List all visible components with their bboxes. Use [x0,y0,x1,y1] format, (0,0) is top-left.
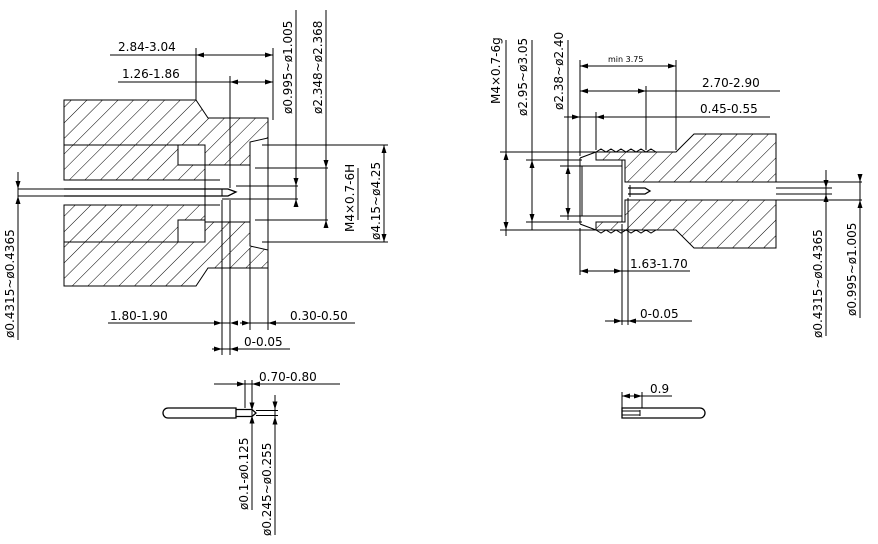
dim-2.84: 2.84-3.04 [118,40,176,54]
dim-d01: ø0.1-ø0.125 [237,438,251,510]
right-pin-detail: 0.9 [621,382,706,419]
dim-0.45: 0.45-0.55 [700,102,758,116]
right-connector-section [579,133,862,249]
dim-0.9: 0.9 [650,382,669,396]
dim-1.26: 1.26-1.86 [122,67,180,81]
dim-d0245: ø0.245~ø0.255 [260,443,274,536]
right-dimension-lines [500,40,863,336]
dim-min375: min 3.75 [608,55,643,64]
dim-d415: ø4.15~ø4.25 [369,162,383,240]
dim-1.80: 1.80-1.90 [110,309,168,323]
dim-m4-6g: M4×0.7-6g [489,37,503,104]
dim-2.70: 2.70-2.90 [702,76,760,90]
right-dimension-texts: M4×0.7-6g ø2.95~ø3.05 ø2.38~ø2.40 min 3.… [489,32,859,338]
dim-d295: ø2.95~ø3.05 [516,38,530,116]
dim-d2348: ø2.348~ø2.368 [311,21,325,114]
dim-m4-6h: M4×0.7-6H [343,164,357,232]
dim-d04315-right: ø0.4315~ø0.4365 [811,229,825,338]
dim-0.70: 0.70-0.80 [259,370,317,384]
left-dimension-lines [15,10,388,355]
dim-d0995: ø0.995~ø1.005 [281,21,295,114]
dim-d0995-right: ø0.995~ø1.005 [845,223,859,316]
dim-d238: ø2.38~ø2.40 [552,32,566,110]
left-connector-section [18,99,269,287]
dim-1.63: 1.63-1.70 [630,257,688,271]
dim-d04315-left: ø0.4315~ø0.4365 [3,229,17,338]
left-pin-detail: 0.70-0.80 ø0.1-ø0.125 ø0.245~ø0.255 [162,370,340,536]
dim-0-005-right: 0-0.05 [640,307,679,321]
left-dimension-texts: 2.84-3.04 1.26-1.86 ø0.995~ø1.005 ø2.348… [3,21,383,349]
dim-0-005-left: 0-0.05 [244,335,283,349]
dim-0.30: 0.30-0.50 [290,309,348,323]
